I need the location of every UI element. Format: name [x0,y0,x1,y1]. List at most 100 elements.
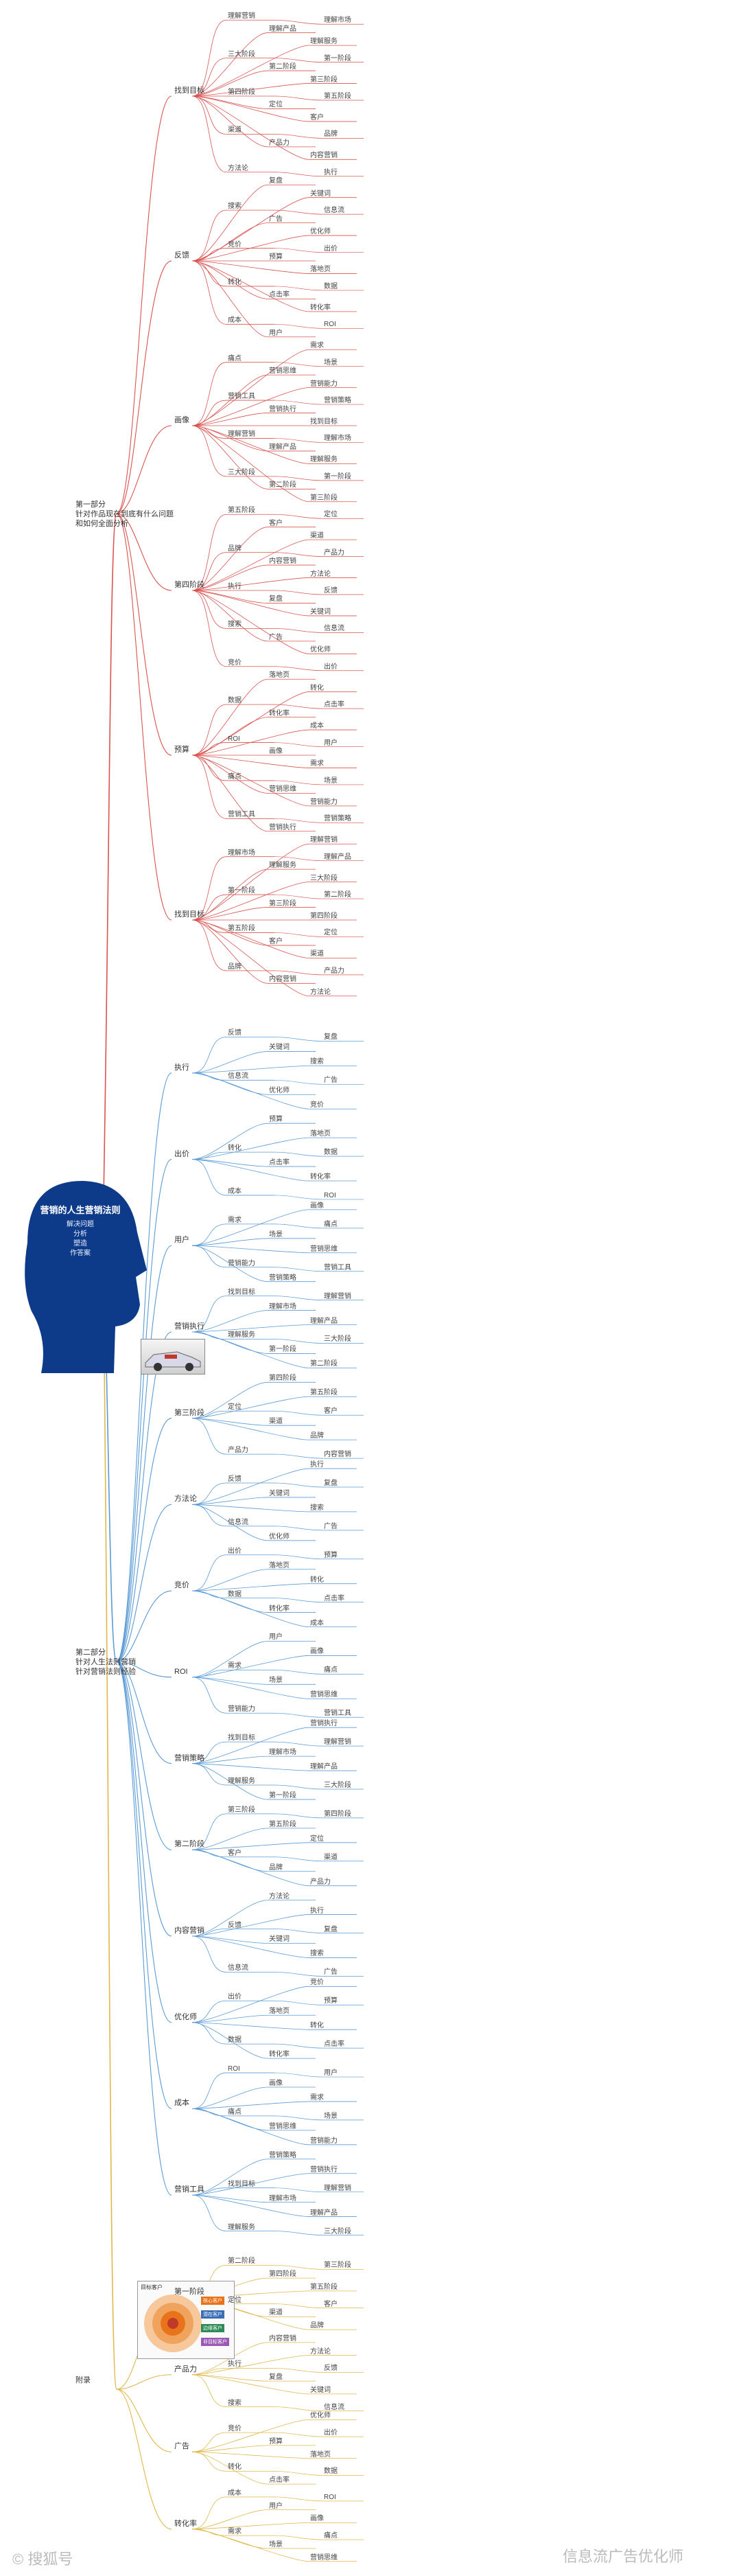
connector-line [274,2043,364,2049]
leaf-label: 第三阶段 [228,1806,255,1814]
connector-line [191,2522,357,2530]
leaf-label: 理解产品 [310,2209,338,2217]
connector-line [191,1123,316,1160]
connector-line [191,374,316,426]
center-line: 分析 [73,1230,87,1238]
connector-line [274,1929,364,1933]
connector-line [191,1504,357,1513]
leaf-label: 搜索 [228,621,242,629]
leaf-label: 营销思维 [269,2122,296,2130]
connector-line [191,45,357,97]
leaf-label: 理解营销 [310,836,338,844]
leaf-label: 点击率 [269,1159,290,1167]
center-line: 解决问题 [67,1221,94,1228]
leaf-label: 第二阶段 [269,63,296,71]
connector-line [191,1590,357,1627]
leaf-label: 找到目标 [310,418,338,426]
connector-line [191,2529,357,2562]
leaf-label: 关键词 [310,189,331,198]
connector-line [191,260,357,312]
connector-line [191,1072,316,1095]
leaf-label: 落地页 [269,1561,290,1569]
connector-line [191,919,316,984]
connector-line [191,1935,274,1973]
connector-line [191,894,274,921]
sub-leaf-label: 第四阶段 [324,1810,351,1818]
leaf-label: 需求 [228,1216,242,1224]
leaf-label: 第五阶段 [269,1820,296,1828]
connector-line [274,323,364,329]
connector-line [116,425,172,514]
sub-leaf-label: ROI [324,321,336,329]
connector-line [274,1453,364,1459]
hub-label: 产品力 [174,2365,197,2373]
connector-line [116,1661,172,2023]
leaf-label: 痛点 [228,772,242,781]
leaf-label: 反馈 [228,1029,242,1037]
leaf-label: 第三阶段 [310,76,338,84]
hub-label: 营销策略 [174,1753,204,1762]
connector-line [191,539,357,591]
connector-line [274,514,364,519]
leaf-label: 找到目标 [228,1288,255,1296]
sub-leaf-label: 反馈 [324,2365,338,2373]
connector-line [274,1598,364,1602]
center-title: 营销的人生营销法则 [40,1205,121,1215]
sub-leaf-label: 广告 [324,1077,338,1085]
connector-line [274,19,364,25]
leaf-label: 转化率 [310,303,331,312]
leaf-label: 品牌 [228,544,242,553]
leaf-label: 搜索 [310,1058,324,1066]
connector-line [102,1235,117,2390]
connector-line [191,755,316,832]
connector-line [191,2108,357,2146]
connector-line [191,1296,274,1333]
leaf-label: 理解服务 [269,862,296,870]
connector-line [191,184,316,262]
connector-line [191,1324,357,1333]
connector-line [191,742,274,756]
sub-leaf-label: 数据 [324,2468,338,2476]
sub-leaf-label: 渠道 [324,1853,338,1861]
leaf-label: 竞价 [228,240,242,249]
connector-line [191,577,357,591]
leaf-label: 转化率 [310,1173,331,1181]
connector-line [274,856,364,862]
leaf-label: 内容营销 [269,557,296,566]
leaf-label: 理解产品 [310,1763,338,1771]
connector-line [191,1418,357,1440]
connector-line [191,1935,357,1958]
connector-line [191,1245,357,1254]
leaf-label: 第三阶段 [269,899,296,908]
connector-line [116,1661,172,2109]
connector-line [191,2529,316,2549]
leaf-label: 定位 [228,2296,242,2304]
connector-line [191,1929,274,1937]
leaf-label: 搜索 [228,203,242,211]
connector-line [116,513,172,591]
connector-line [116,95,172,514]
hub-label: 找到目标 [174,87,204,95]
leaf-label: 渠道 [228,126,242,135]
connector-line [274,628,364,633]
connector-line [191,58,274,97]
connector-line [274,1339,364,1344]
connector-line [274,2471,364,2476]
connector-line [191,400,274,426]
leaf-label: 优化师 [310,228,331,236]
connector-line [191,1159,274,1196]
legend-item: 潜在客户 [201,2310,224,2319]
leaf-label: 转化 [310,684,324,692]
connector-line [116,1661,172,1937]
leaf-label: 第四阶段 [228,89,255,96]
connector-line [191,1849,316,1872]
connector-line [274,1079,364,1085]
hub-label: 成本 [174,2099,189,2108]
connector-line [274,286,364,291]
leaf-label: 关键词 [269,1489,290,1497]
connector-line [274,1856,364,1862]
connector-line [116,1418,172,1662]
connector-line [274,1741,364,1747]
connector-line [274,362,364,367]
leaf-label: 场景 [269,1677,283,1685]
